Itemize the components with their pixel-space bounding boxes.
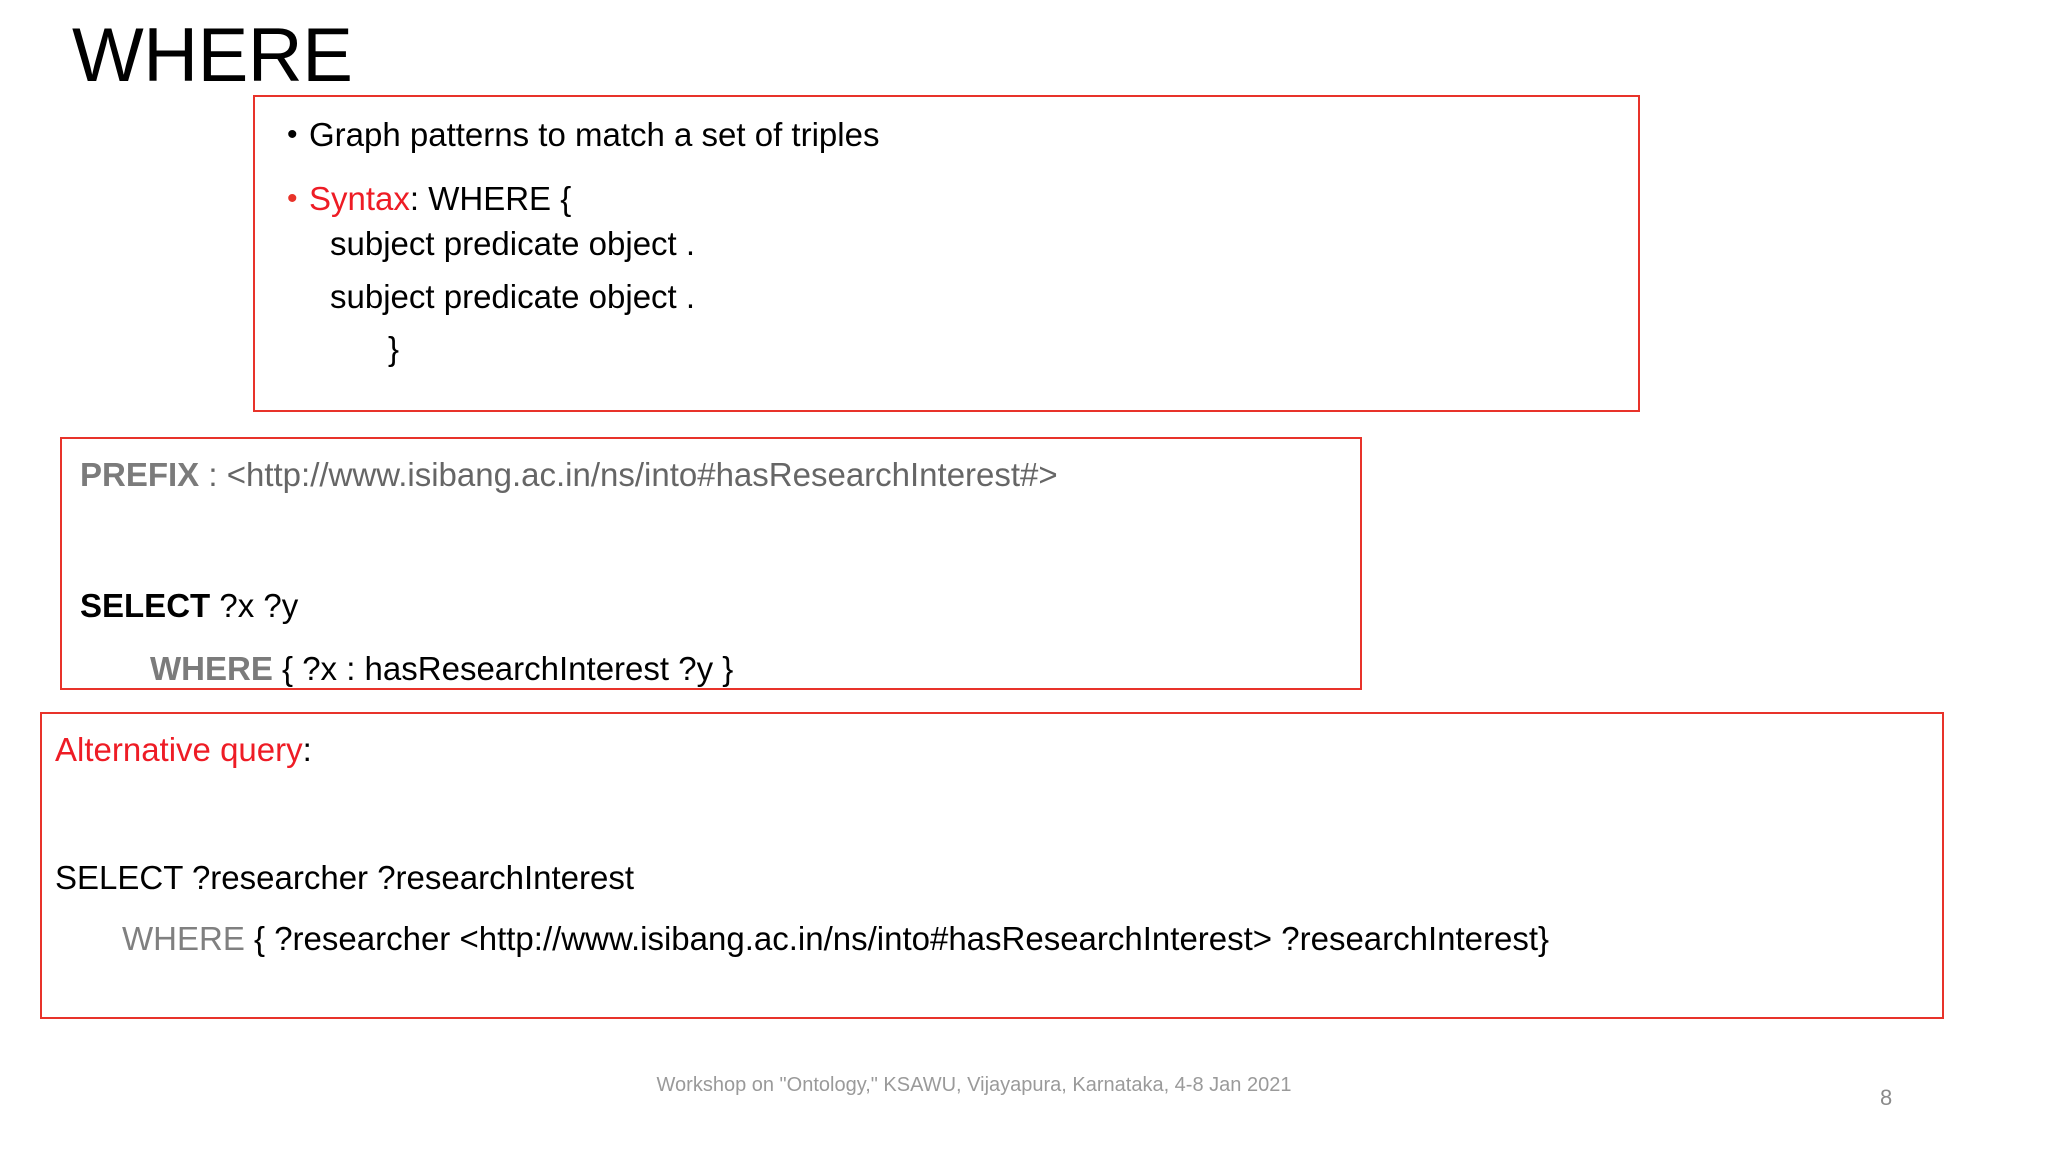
bullet-text-syntax: Syntax: WHERE {	[309, 173, 571, 225]
where-keyword: WHERE	[150, 650, 273, 687]
alternative-select-line: SELECT ?researcher ?researchInterest	[55, 859, 634, 896]
alternative-query-label: Alternative query	[55, 731, 303, 768]
select-line: SELECT ?x ?y	[80, 589, 298, 622]
select-variables: ?x ?y	[210, 587, 299, 624]
syntax-box: • Graph patterns to match a set of tripl…	[253, 95, 1640, 412]
alternative-where-line: WHERE { ?researcher <http://www.isibang.…	[122, 922, 1549, 955]
syntax-keyword-rest: : WHERE {	[409, 180, 572, 217]
alternative-where-pattern: { ?researcher <http://www.isibang.ac.in/…	[244, 920, 1550, 957]
list-item: • Graph patterns to match a set of tripl…	[275, 109, 1628, 161]
prefix-line: PREFIX : <http://www.isibang.ac.in/ns/in…	[80, 458, 1058, 491]
alternative-query-heading: Alternative query:	[55, 733, 312, 766]
closing-brace: }	[388, 330, 400, 367]
syntax-bullet-list: • Graph patterns to match a set of tripl…	[275, 109, 1628, 237]
alternative-query-colon: :	[302, 731, 312, 768]
triple-pattern-line-1: subject predicate object .	[330, 225, 696, 262]
bullet-dot-icon: •	[287, 118, 298, 151]
page-title: WHERE	[72, 13, 353, 98]
syntax-keyword: Syntax	[309, 180, 410, 217]
select-keyword: SELECT	[80, 587, 211, 624]
prefix-keyword: PREFIX	[80, 456, 200, 493]
prefix-query-box	[60, 437, 1362, 690]
alternative-query-box	[40, 712, 1944, 1019]
bullet-dot-icon: •	[287, 182, 298, 215]
bullet-text-graph-patterns: Graph patterns to match a set of triples	[309, 116, 880, 153]
list-item: • Syntax: WHERE {	[275, 173, 1628, 225]
page-number: 8	[1880, 1085, 1893, 1110]
alternative-where-keyword: WHERE	[122, 920, 245, 957]
where-pattern: { ?x : hasResearchInterest ?y }	[272, 650, 734, 687]
triple-pattern-line-2: subject predicate object .	[330, 278, 696, 315]
where-line: WHERE { ?x : hasResearchInterest ?y }	[150, 652, 733, 685]
prefix-uri: : <http://www.isibang.ac.in/ns/into#hasR…	[199, 456, 1058, 493]
slide-footer: Workshop on "Ontology," KSAWU, Vijayapur…	[656, 1074, 1292, 1096]
